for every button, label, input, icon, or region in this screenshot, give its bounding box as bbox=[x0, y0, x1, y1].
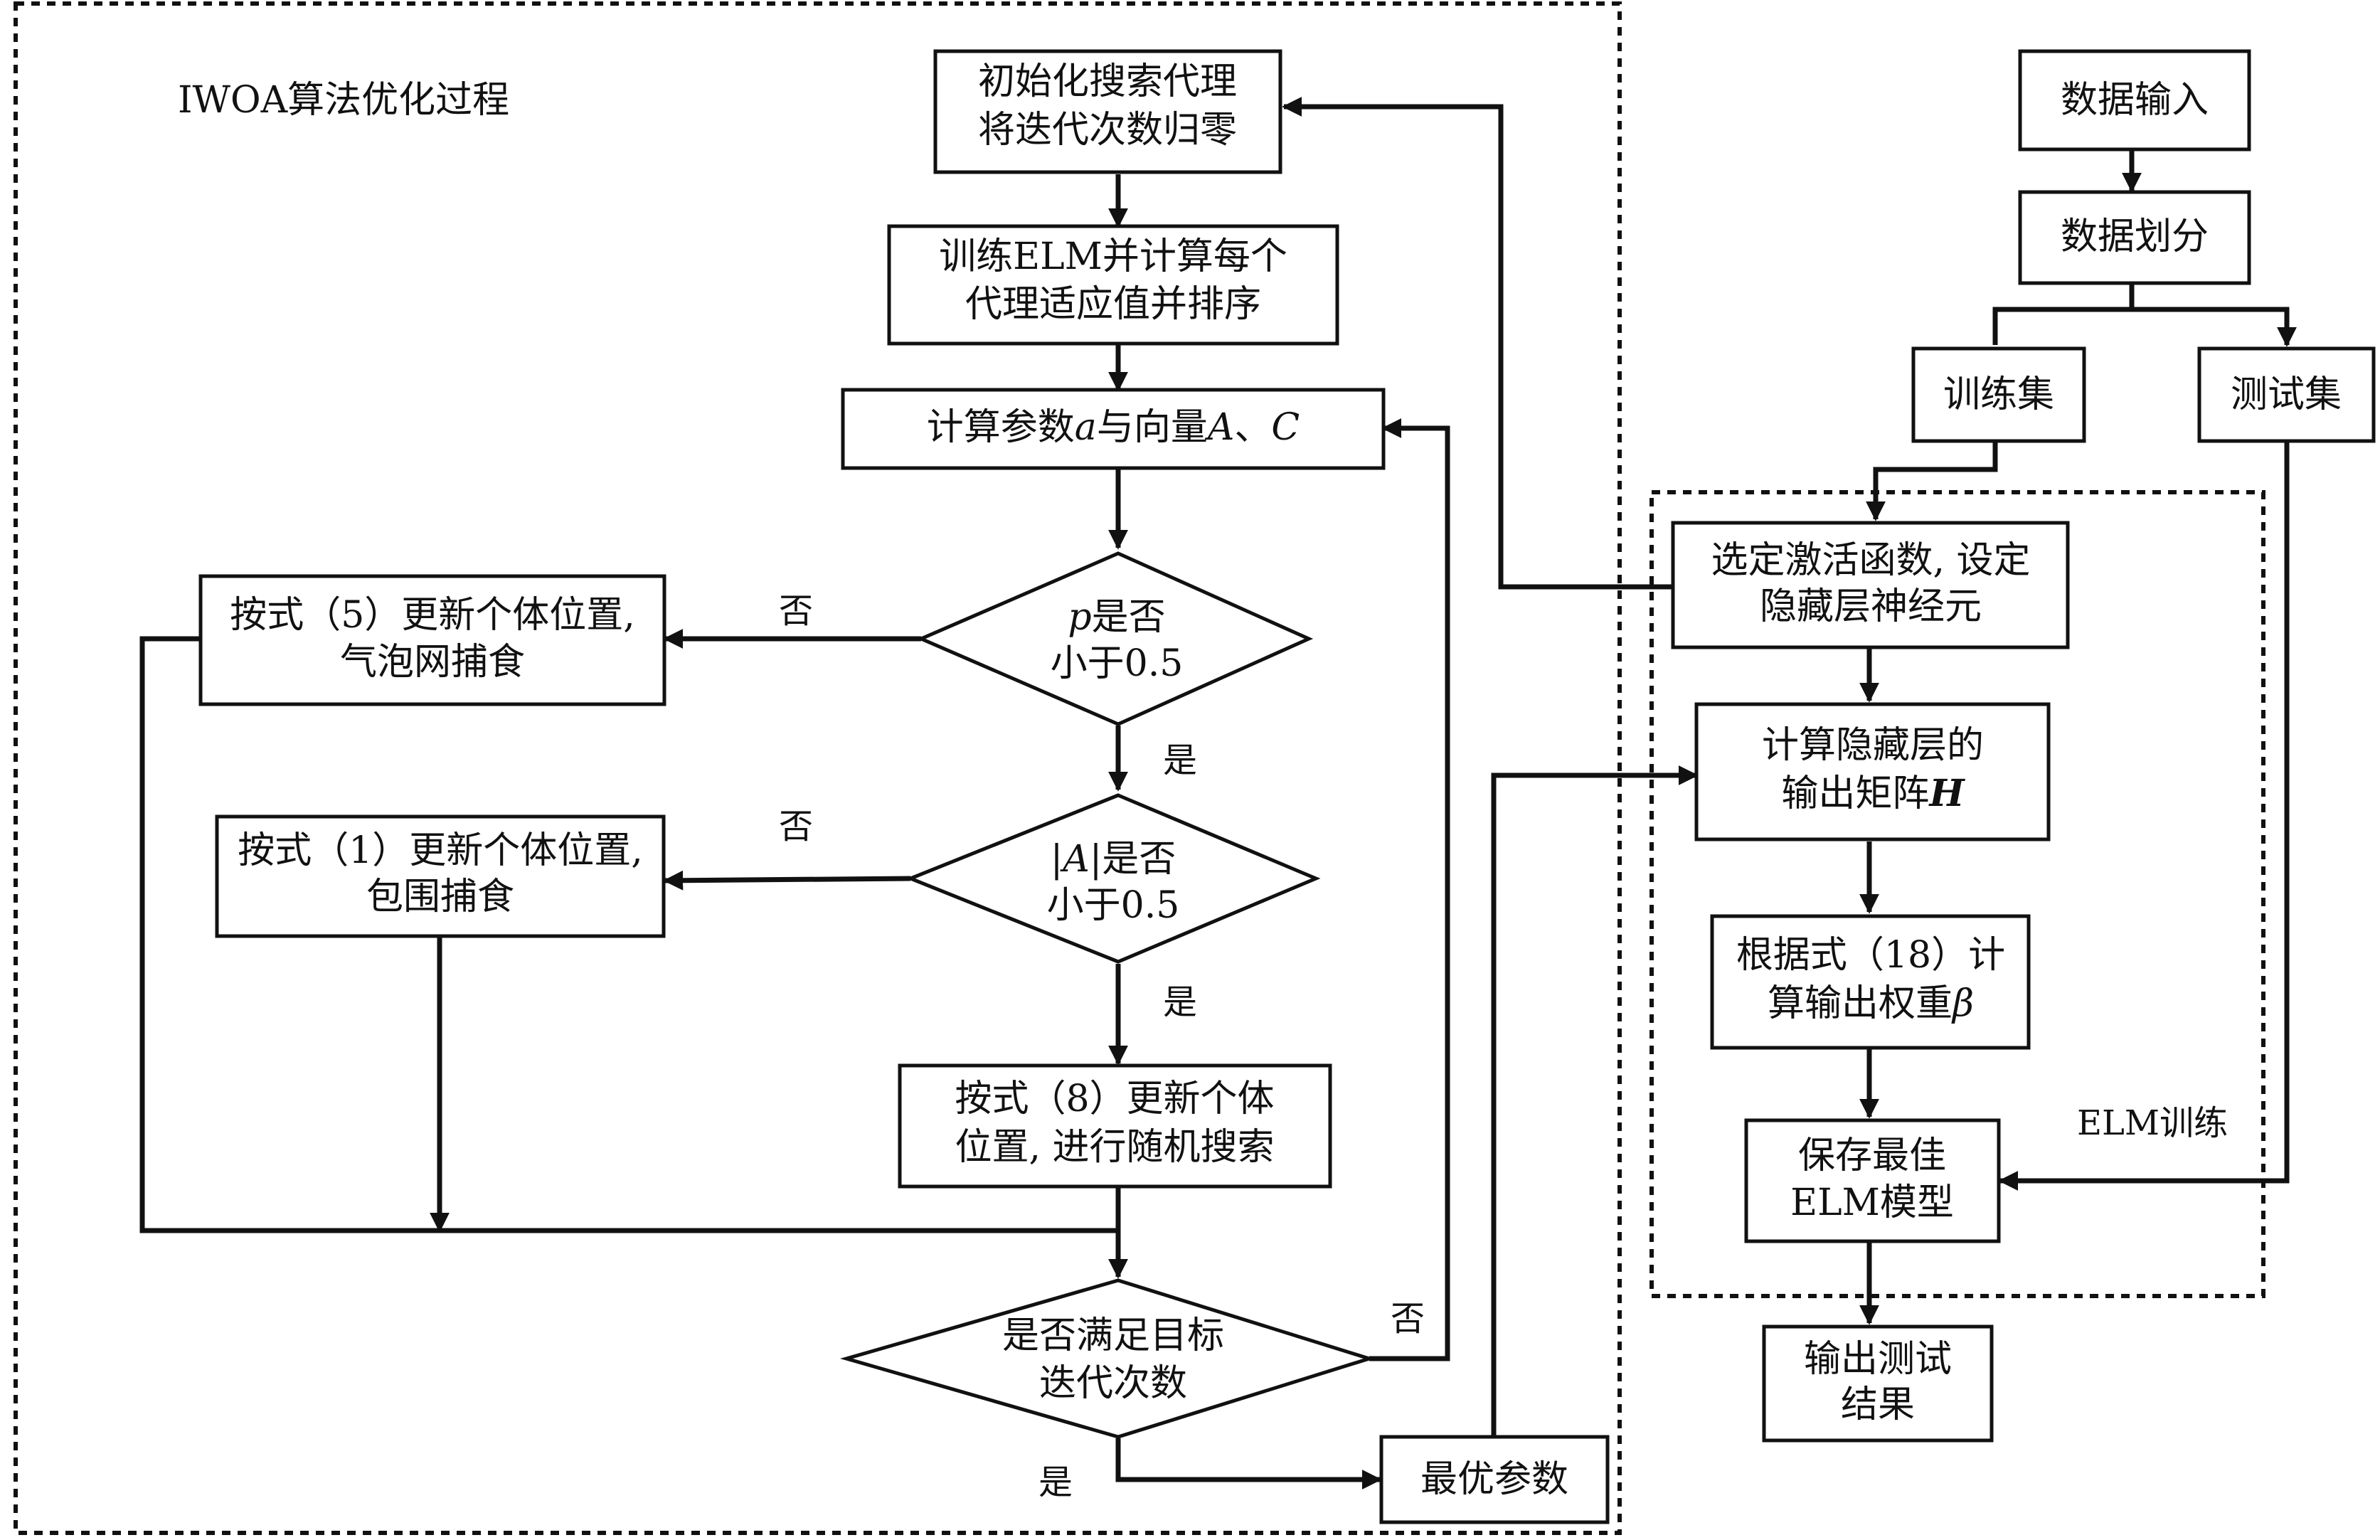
node-save-best-model: 保存最佳 ELM模型 bbox=[1744, 1118, 2001, 1243]
edge-best-to-hidden bbox=[1491, 765, 1699, 1435]
node-compute-hidden-output: 计算隐藏层的 输出矩阵H bbox=[1694, 702, 2051, 841]
svg-text:代理适应值并排序: 代理适应值并排序 bbox=[965, 283, 1261, 326]
label-A-no: 否 bbox=[779, 807, 813, 846]
svg-text:训练集: 训练集 bbox=[1943, 373, 2054, 416]
svg-text:按式（8）更新个体: 按式（8）更新个体 bbox=[955, 1078, 1274, 1120]
edge-split-fork bbox=[1992, 285, 2135, 345]
svg-text:小于0.5: 小于0.5 bbox=[1051, 642, 1184, 685]
svg-text:ELM模型: ELM模型 bbox=[1790, 1181, 1954, 1224]
node-data-split: 数据划分 bbox=[2018, 190, 2251, 285]
svg-text:隐藏层神经元: 隐藏层神经元 bbox=[1760, 585, 1982, 628]
node-train-set: 训练集 bbox=[1911, 346, 2086, 443]
edge-A-no bbox=[663, 870, 911, 891]
node-output-test-results: 输出测试 结果 bbox=[1762, 1324, 1994, 1443]
node-best-parameters: 最优参数 bbox=[1379, 1435, 1610, 1524]
svg-text:包围捕食: 包围捕食 bbox=[366, 876, 514, 918]
label-target-no: 否 bbox=[1391, 1299, 1425, 1339]
svg-text:输出矩阵H: 输出矩阵H bbox=[1781, 772, 1965, 815]
edge-split-to-test bbox=[2132, 307, 2297, 347]
edges bbox=[139, 97, 2297, 1489]
node-test-set: 测试集 bbox=[2197, 346, 2376, 443]
node-compute-output-weights: 根据式（18）计 算输出权重β bbox=[1710, 914, 2031, 1050]
iwoa-region-title: IWOA算法优化过程 bbox=[178, 79, 509, 122]
svg-text:|A|是否: |A|是否 bbox=[1051, 838, 1176, 881]
svg-text:计算参数a与向量A、C: 计算参数a与向量A、C bbox=[927, 406, 1300, 449]
edge-trainset-to-select bbox=[1866, 442, 1998, 521]
svg-text:p是否: p是否 bbox=[1068, 596, 1165, 639]
decision-p-less-than-0.5: p是否 小于0.5 bbox=[916, 551, 1314, 726]
svg-text:数据划分: 数据划分 bbox=[2061, 216, 2209, 258]
edge-target-yes bbox=[1115, 1438, 1382, 1489]
svg-text:小于0.5: 小于0.5 bbox=[1047, 884, 1180, 927]
svg-text:选定激活函数, 设定: 选定激活函数, 设定 bbox=[1711, 539, 2030, 582]
svg-text:算输出权重β: 算输出权重β bbox=[1768, 982, 1974, 1025]
svg-text:初始化搜索代理: 初始化搜索代理 bbox=[978, 60, 1237, 103]
svg-text:保存最佳: 保存最佳 bbox=[1798, 1135, 1946, 1177]
svg-text:按式（1）更新个体位置,: 按式（1）更新个体位置, bbox=[238, 829, 643, 872]
elm-region-frame bbox=[1649, 490, 2265, 1298]
edge-testset-to-save bbox=[1998, 442, 2290, 1191]
svg-text:是否满足目标: 是否满足目标 bbox=[1002, 1315, 1224, 1357]
node-update-eq1-encircle: 按式（1）更新个体位置, 包围捕食 bbox=[215, 814, 666, 938]
elm-region-title: ELM训练 bbox=[2077, 1103, 2228, 1143]
decision-abs-A-less-than-0.5: |A|是否 小于0.5 bbox=[905, 793, 1321, 964]
svg-text:计算隐藏层的: 计算隐藏层的 bbox=[1762, 724, 1984, 767]
node-select-activation: 选定激活函数, 设定 隐藏层神经元 bbox=[1671, 521, 2070, 649]
edge-select-to-init bbox=[1282, 97, 1673, 590]
node-update-eq5-bubble-net: 按式（5）更新个体位置, 气泡网捕食 bbox=[198, 574, 666, 706]
svg-text:测试集: 测试集 bbox=[2231, 373, 2342, 416]
node-data-input: 数据输入 bbox=[2018, 49, 2251, 152]
decision-target-iterations: 是否满足目标 迭代次数 bbox=[839, 1278, 1376, 1439]
iwoa-region-frame bbox=[14, 1, 1622, 1535]
svg-text:根据式（18）计: 根据式（18）计 bbox=[1736, 934, 2005, 977]
svg-text:最优参数: 最优参数 bbox=[1420, 1458, 1568, 1501]
label-p-yes: 是 bbox=[1163, 740, 1197, 780]
svg-text:按式（5）更新个体位置,: 按式（5）更新个体位置, bbox=[230, 594, 635, 637]
label-p-no: 否 bbox=[779, 591, 813, 631]
svg-text:位置, 进行随机搜索: 位置, 进行随机搜索 bbox=[955, 1126, 1274, 1169]
label-A-yes: 是 bbox=[1163, 982, 1197, 1022]
edge-target-no bbox=[1369, 418, 1450, 1361]
node-update-eq8-random-search: 按式（8）更新个体 位置, 进行随机搜索 bbox=[898, 1063, 1332, 1189]
node-init-search-agents: 初始化搜索代理 将迭代次数归零 bbox=[933, 49, 1282, 174]
svg-text:结果: 结果 bbox=[1841, 1384, 1915, 1426]
svg-text:训练ELM并计算每个: 训练ELM并计算每个 bbox=[939, 235, 1287, 278]
svg-text:数据输入: 数据输入 bbox=[2061, 79, 2209, 122]
label-target-yes: 是 bbox=[1038, 1462, 1073, 1502]
svg-text:将迭代次数归零: 将迭代次数归零 bbox=[978, 109, 1237, 152]
node-train-fitness: 训练ELM并计算每个 代理适应值并排序 bbox=[887, 224, 1339, 346]
svg-text:迭代次数: 迭代次数 bbox=[1039, 1362, 1187, 1405]
svg-text:输出测试: 输出测试 bbox=[1804, 1338, 1952, 1381]
edge-eq5-loop bbox=[139, 636, 1118, 1233]
node-compute-params: 计算参数a与向量A、C bbox=[841, 388, 1386, 470]
svg-text:气泡网捕食: 气泡网捕食 bbox=[340, 641, 525, 684]
